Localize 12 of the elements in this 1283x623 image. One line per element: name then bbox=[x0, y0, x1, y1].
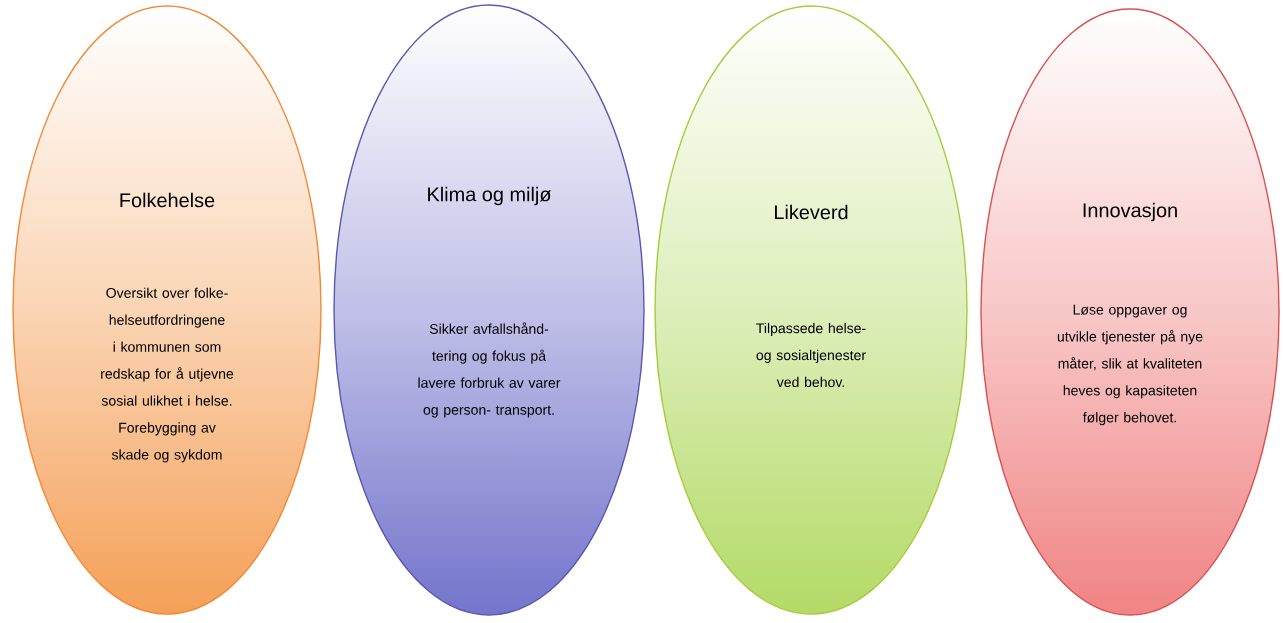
topic-ellipse bbox=[12, 5, 322, 615]
ellipse-text: Tilpassede helse- og sosialtjenester ved behov. bbox=[756, 322, 866, 388]
ellipse-text: Sikker avfallshånd- tering og fokus på lavere forbruk av varer og person- transport. bbox=[418, 322, 561, 418]
ellipse-title: Folkehelse bbox=[120, 192, 215, 208]
ellipse-title: Likeverd bbox=[775, 204, 848, 220]
ellipse-text: Oversikt over folke- helseutfordringene i kommunen som redskap for å utjevne sosial ulikhet i helse. Forebygging av skade og sykdom bbox=[101, 287, 234, 463]
ellipse-title: Klima og miljø bbox=[428, 186, 552, 206]
ellipse-title: Innovasjon bbox=[1083, 202, 1177, 222]
topic-ellipse bbox=[333, 4, 645, 616]
topic-ellipse bbox=[654, 5, 968, 615]
ellipse-text: Løse oppgaver og utvikle tjenester på nye måter, slik at kvaliteten heves og kapasiteten følger behovet. bbox=[1057, 304, 1203, 426]
topic-ellipse bbox=[980, 8, 1280, 616]
